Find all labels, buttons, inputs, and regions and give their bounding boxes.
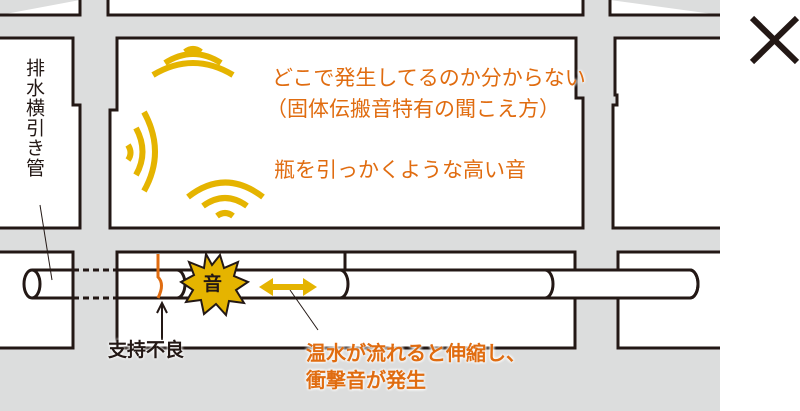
room-top-middle — [106, 0, 585, 17]
pipe-name-label: 排水横引き管 — [23, 58, 45, 178]
room-mid-right — [611, 36, 720, 230]
room-top-right — [608, 0, 720, 17]
room-bottom-right — [616, 250, 720, 350]
high-sound-text: 瓶を引っかくような高い音 — [274, 158, 526, 182]
room-bottom-left — [0, 250, 75, 350]
faulty-support-mark — [156, 254, 163, 299]
room-top-left — [0, 0, 82, 17]
pipe-leader-line — [39, 204, 53, 281]
support-fault-label: 支持不良 — [108, 339, 185, 361]
expansion-arrow-icon — [259, 278, 317, 296]
expansion-leader-line — [289, 289, 319, 331]
pipe-left-segment — [32, 268, 73, 300]
sound-badge-label: 音 — [203, 273, 223, 295]
sound-burst-icon — [179, 250, 251, 318]
cross-mark-icon — [749, 15, 800, 65]
expansion-text-line2: 衝撃音が発生 — [306, 368, 426, 392]
support-arrow-icon — [156, 300, 168, 340]
pipe-left-end — [22, 268, 42, 300]
drain-pipe — [22, 268, 700, 300]
pipe-hidden-dashed — [73, 268, 618, 300]
sound-waves-icon — [125, 46, 265, 219]
solid-borne-text: （固体伝搬音特有の聞こえ方） — [266, 97, 560, 121]
location-unknown-text: どこで発生してるのか分からない — [272, 66, 586, 90]
expansion-text-line1: 温水が流れると伸縮し、 — [306, 341, 526, 365]
room-mid-left — [0, 36, 82, 230]
